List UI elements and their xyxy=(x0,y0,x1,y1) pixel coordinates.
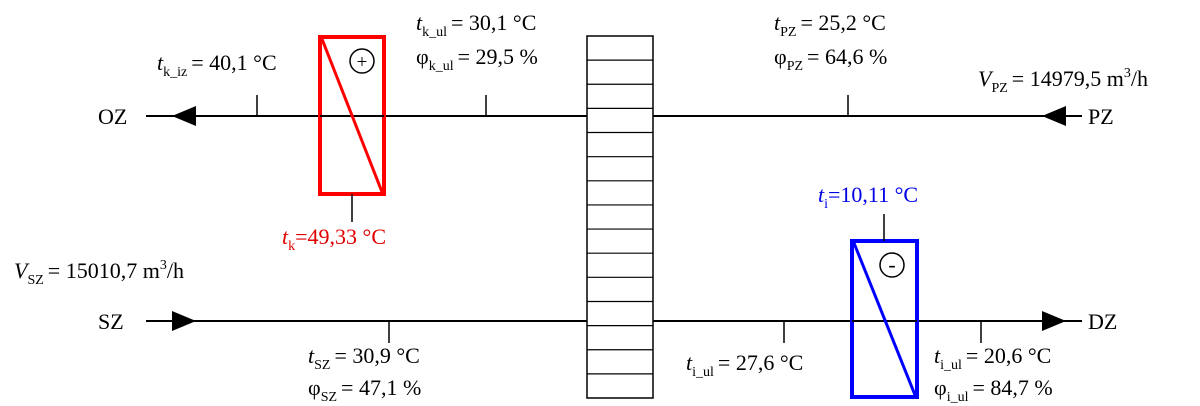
label-v-pz: VPZ= 14979,5 m3/h xyxy=(978,66,1148,96)
heater-sign: + xyxy=(357,52,368,73)
sz-arrow-icon xyxy=(172,311,196,331)
pz-arrow-icon xyxy=(1042,106,1066,126)
dz-arrow-icon xyxy=(1042,311,1066,331)
stream-sz: SZ xyxy=(98,309,124,334)
label-t-i: ti=10,11 °C xyxy=(818,182,918,212)
oz-arrow-icon xyxy=(172,106,196,126)
cooler-coil: - xyxy=(850,239,919,399)
label-t-i-ul: ti_ul= 27,6 °C xyxy=(686,350,803,380)
minus-icon xyxy=(879,252,905,278)
heat-recovery-exchanger xyxy=(586,35,654,399)
label-t-k-iz: tk_iz= 40,1 °C xyxy=(157,50,277,80)
heater-coil: + xyxy=(318,35,386,196)
label-t-i-ul2: ti_ul= 20,6 °C xyxy=(934,343,1051,373)
label-phi-sz: φSZ= 47,1 % xyxy=(308,375,421,405)
stream-pz: PZ xyxy=(1088,104,1114,129)
stream-dz: DZ xyxy=(1088,309,1117,334)
label-t-pz: tPZ= 25,2 °C xyxy=(774,10,886,40)
stream-oz: OZ xyxy=(98,104,127,129)
label-phi-pz: φPZ= 64,6 % xyxy=(774,44,887,74)
label-t-k-ul: tk_ul= 30,1 °C xyxy=(416,10,536,40)
label-t-sz: tSZ= 30,9 °C xyxy=(308,343,420,373)
label-v-sz: VSZ= 15010,7 m3/h xyxy=(14,258,184,288)
label-t-k: tk=49,33 °C xyxy=(282,224,386,254)
label-phi-k-ul: φk_ul= 29,5 % xyxy=(416,44,538,74)
cooler-sign: - xyxy=(888,252,895,277)
label-phi-i-ul: φi_ul= 84,7 % xyxy=(934,375,1053,405)
plus-icon xyxy=(349,48,375,74)
